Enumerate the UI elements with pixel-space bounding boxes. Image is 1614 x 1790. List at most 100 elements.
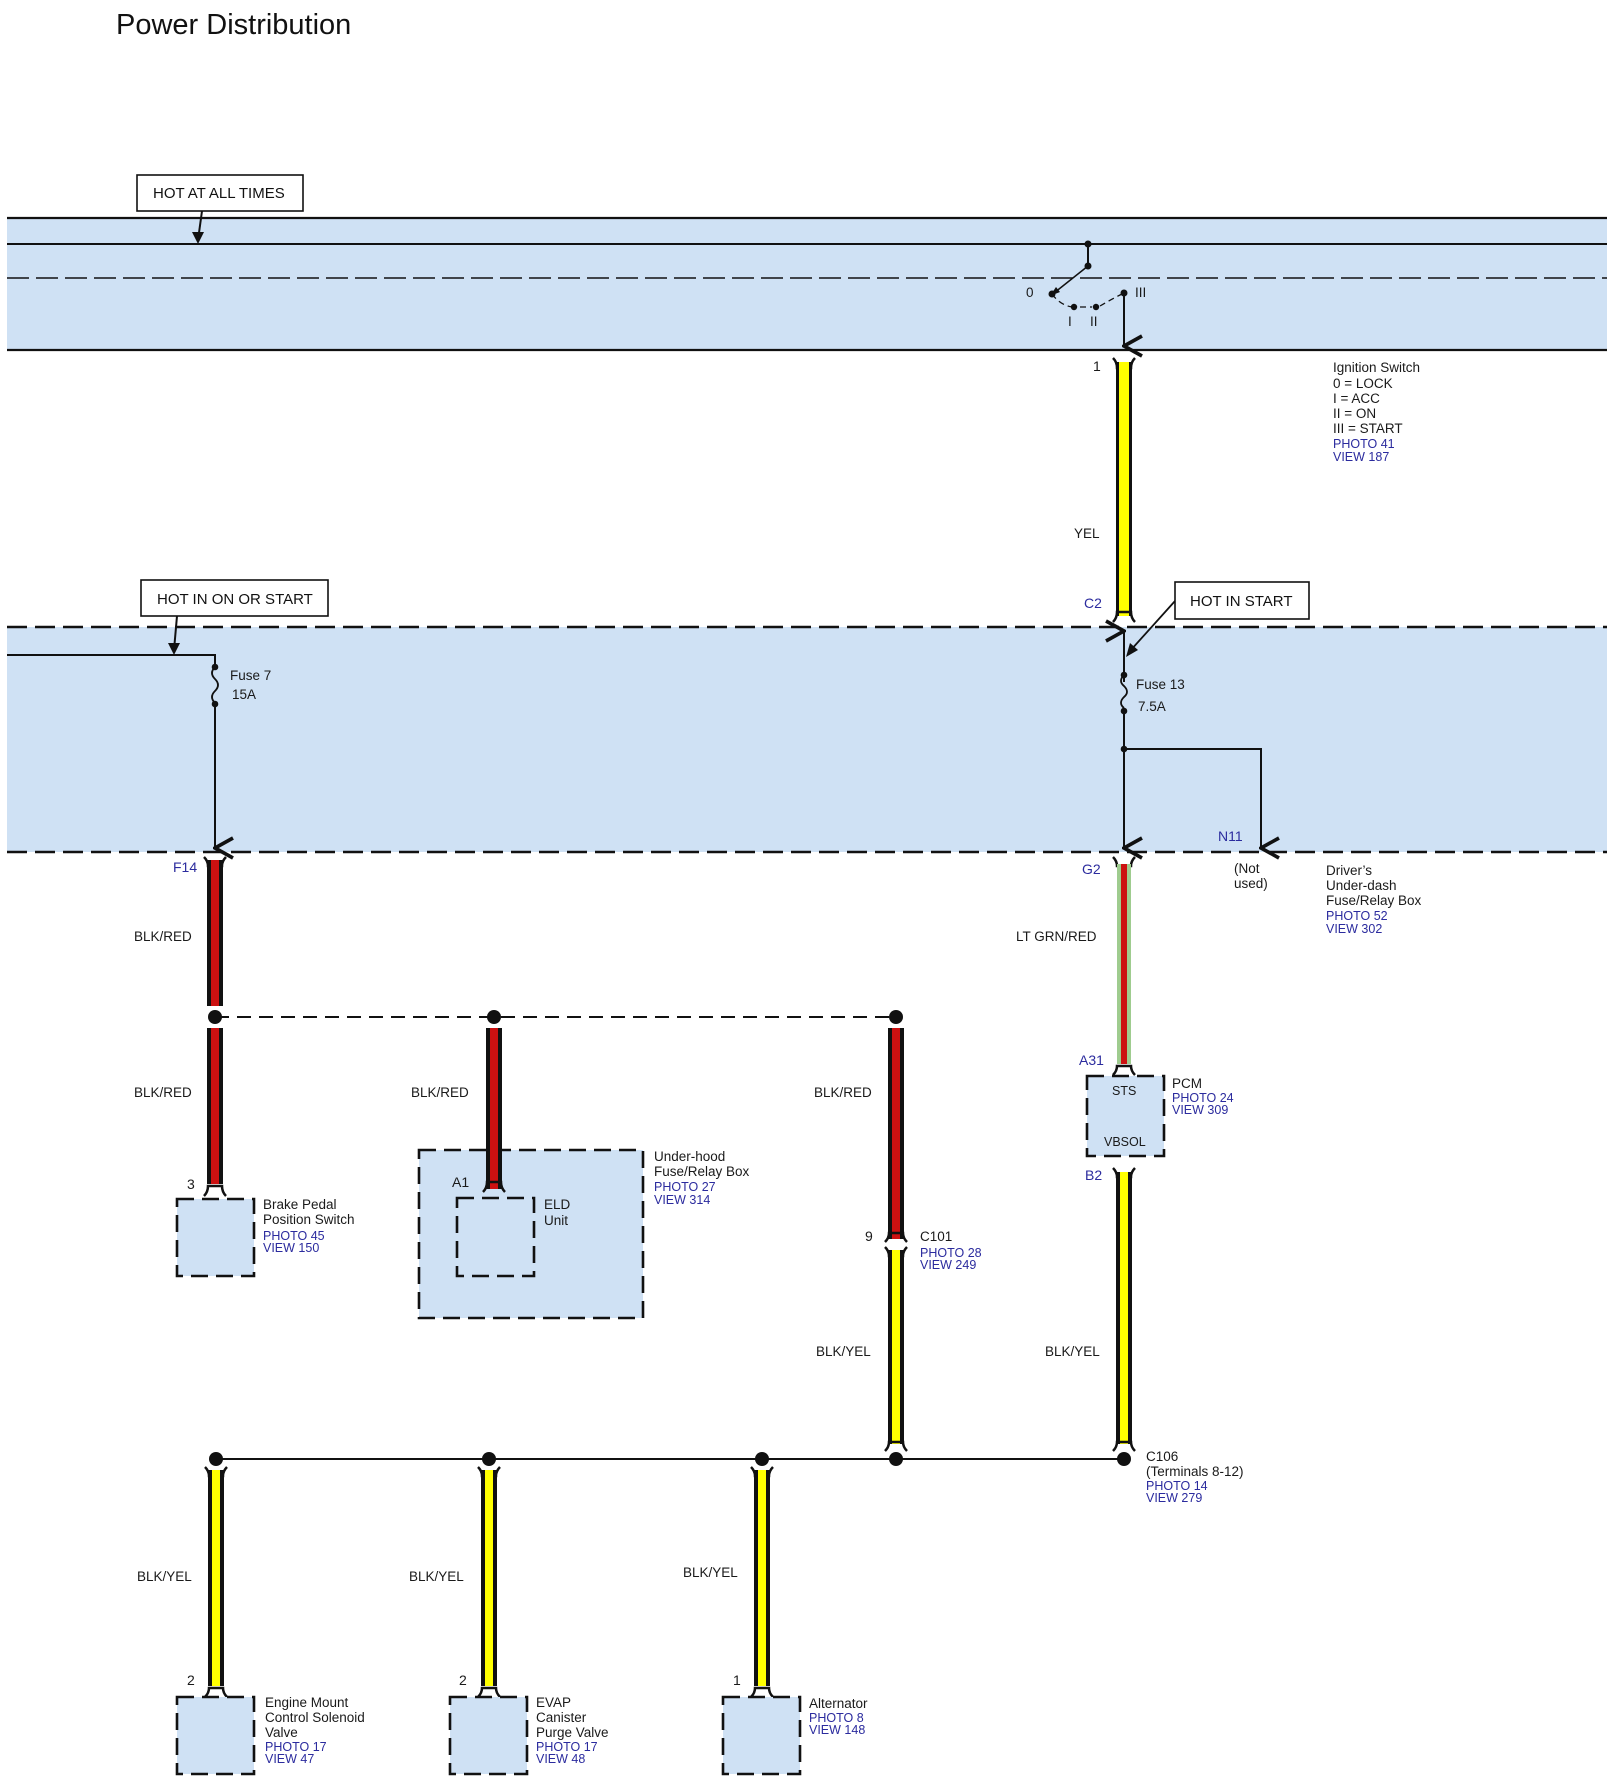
view-reference: VIEW 314 xyxy=(654,1193,710,1207)
view-reference: VIEW 279 xyxy=(1146,1491,1202,1505)
wire-blk-red-brake xyxy=(203,1028,227,1197)
wire-blk-yel-pcm xyxy=(1112,1167,1136,1444)
view-reference: VIEW 187 xyxy=(1333,450,1389,464)
fuse-rating: 15A xyxy=(232,687,256,702)
callout-hot-in-on-or-start: HOT IN ON OR START xyxy=(140,579,329,655)
pin-label: 3 xyxy=(187,1176,195,1192)
photo-reference: PHOTO 24 xyxy=(1172,1091,1234,1105)
pin-label: 2 xyxy=(459,1672,467,1688)
switch-position-2: II xyxy=(1090,314,1098,329)
wire-blk-yel-engine-mount xyxy=(204,1466,228,1698)
connector-c2: C2 xyxy=(1084,595,1102,611)
wire-blk-yel-alternator xyxy=(750,1466,774,1698)
alternator: 1 Alternator PHOTO 8 VIEW 148 xyxy=(721,1672,868,1776)
photo-reference: PHOTO 17 xyxy=(536,1740,598,1754)
connector-f14: F14 xyxy=(173,859,197,875)
component-name: Under-hood xyxy=(654,1149,725,1164)
evap-canister-purge-valve: 2 EVAP Canister Purge Valve PHOTO 17 VIE… xyxy=(448,1672,609,1776)
brake-pedal-position-switch: 3 Brake Pedal Position Switch PHOTO 45 V… xyxy=(175,1176,355,1278)
page-title: Power Distribution xyxy=(116,9,351,41)
wire-color-label: BLK/YEL xyxy=(816,1344,871,1359)
fuse-box-label: Driver’s Under-dash Fuse/Relay Box PHOTO… xyxy=(1326,863,1422,936)
component-name: Canister xyxy=(536,1710,587,1725)
fuse-box-fill xyxy=(7,627,1607,852)
legend-item: III = START xyxy=(1333,421,1403,436)
splice-point xyxy=(755,1452,769,1466)
wire-blk-red-c101 xyxy=(884,1028,908,1243)
wire-color-label: LT GRN/RED xyxy=(1016,929,1097,944)
pcm: A31 STS VBSOL PCM PHOTO 24 VIEW 309 B2 xyxy=(1079,1052,1234,1183)
wire-color-label: BLK/RED xyxy=(411,1085,469,1100)
ignition-switch-legend: Ignition Switch 0 = LOCK I = ACC II = ON… xyxy=(1333,360,1420,464)
photo-reference: PHOTO 45 xyxy=(263,1229,325,1243)
component-name: Alternator xyxy=(809,1696,868,1711)
splice-dashed xyxy=(208,1010,903,1024)
wire-color-label: BLK/RED xyxy=(134,1085,192,1100)
fuse-7-circuit: Fuse 7 15A xyxy=(7,654,271,848)
view-reference: VIEW 249 xyxy=(920,1258,976,1272)
component-name: PCM xyxy=(1172,1076,1202,1091)
wire-color-label: BLK/YEL xyxy=(137,1569,192,1584)
fuse-13-circuit: Fuse 13 7.5A xyxy=(1121,631,1261,848)
pin-label: A31 xyxy=(1079,1052,1104,1068)
photo-reference: PHOTO 17 xyxy=(265,1740,327,1754)
component-name: EVAP xyxy=(536,1695,571,1710)
fuse-name: Fuse 7 xyxy=(230,668,271,683)
splice-point xyxy=(487,1010,501,1024)
component-box xyxy=(721,1695,802,1776)
component-name: Valve xyxy=(265,1725,298,1740)
component-name: Purge Valve xyxy=(536,1725,609,1740)
component-name: Engine Mount xyxy=(265,1695,349,1710)
not-used-label: (Not xyxy=(1234,861,1260,876)
splice-point xyxy=(889,1452,903,1466)
view-reference: VIEW 302 xyxy=(1326,922,1382,936)
common-bus xyxy=(209,1440,1136,1466)
legend-item: 0 = LOCK xyxy=(1333,376,1393,391)
fuse-name: Fuse 13 xyxy=(1136,677,1185,692)
under-dash-fuse-box xyxy=(7,625,1607,854)
view-reference: VIEW 150 xyxy=(263,1241,319,1255)
terminal-label: VBSOL xyxy=(1104,1135,1146,1149)
component-box xyxy=(448,1695,529,1776)
splice-point xyxy=(1117,1452,1131,1466)
photo-reference: PHOTO 41 xyxy=(1333,437,1395,451)
connector-n11: N11 xyxy=(1218,828,1243,844)
connector-g2: G2 xyxy=(1082,861,1101,877)
component-detail: (Terminals 8-12) xyxy=(1146,1464,1244,1479)
pin-label: 1 xyxy=(733,1672,741,1688)
arrow-head-icon xyxy=(192,232,204,244)
switch-position-3: III xyxy=(1135,285,1146,300)
view-reference: VIEW 47 xyxy=(265,1752,314,1766)
wire-blk-red-eld xyxy=(482,1028,506,1193)
ignition-switch-symbol: 0 I II III xyxy=(1026,240,1146,347)
switch-position-0: 0 xyxy=(1026,285,1034,300)
engine-mount-control-solenoid-valve: 2 Engine Mount Control Solenoid Valve PH… xyxy=(175,1672,365,1776)
not-used-label: used) xyxy=(1234,876,1268,891)
legend-item: I = ACC xyxy=(1333,391,1380,406)
view-reference: VIEW 148 xyxy=(809,1723,865,1737)
component-name: Fuse/Relay Box xyxy=(654,1164,750,1179)
component-box xyxy=(1085,1074,1166,1158)
view-reference: VIEW 309 xyxy=(1172,1103,1228,1117)
photo-reference: PHOTO 14 xyxy=(1146,1479,1208,1493)
fuse-icon xyxy=(1120,674,1128,709)
fuse-rating: 7.5A xyxy=(1138,699,1166,714)
photo-reference: PHOTO 8 xyxy=(809,1711,864,1725)
component-name: Unit xyxy=(544,1213,568,1228)
arrow-head-icon xyxy=(168,643,180,655)
wire-blk-yel-evap xyxy=(477,1466,501,1698)
terminal-label: STS xyxy=(1112,1084,1136,1098)
wire-yel xyxy=(1112,357,1136,623)
pin-label: 1 xyxy=(1093,358,1101,374)
component-name: Brake Pedal xyxy=(263,1197,337,1212)
component-box xyxy=(455,1196,536,1278)
splice-point xyxy=(208,1010,222,1024)
connector-c101: 9 C101 PHOTO 28 VIEW 249 xyxy=(865,1228,982,1272)
arrow-head-icon xyxy=(1126,643,1138,657)
photo-reference: PHOTO 52 xyxy=(1326,909,1388,923)
wire-blk-red-f14 xyxy=(203,856,227,1006)
photo-reference: PHOTO 28 xyxy=(920,1246,982,1260)
wire-color-label: BLK/YEL xyxy=(1045,1344,1100,1359)
wire-lt-grn-red xyxy=(1112,856,1136,1076)
